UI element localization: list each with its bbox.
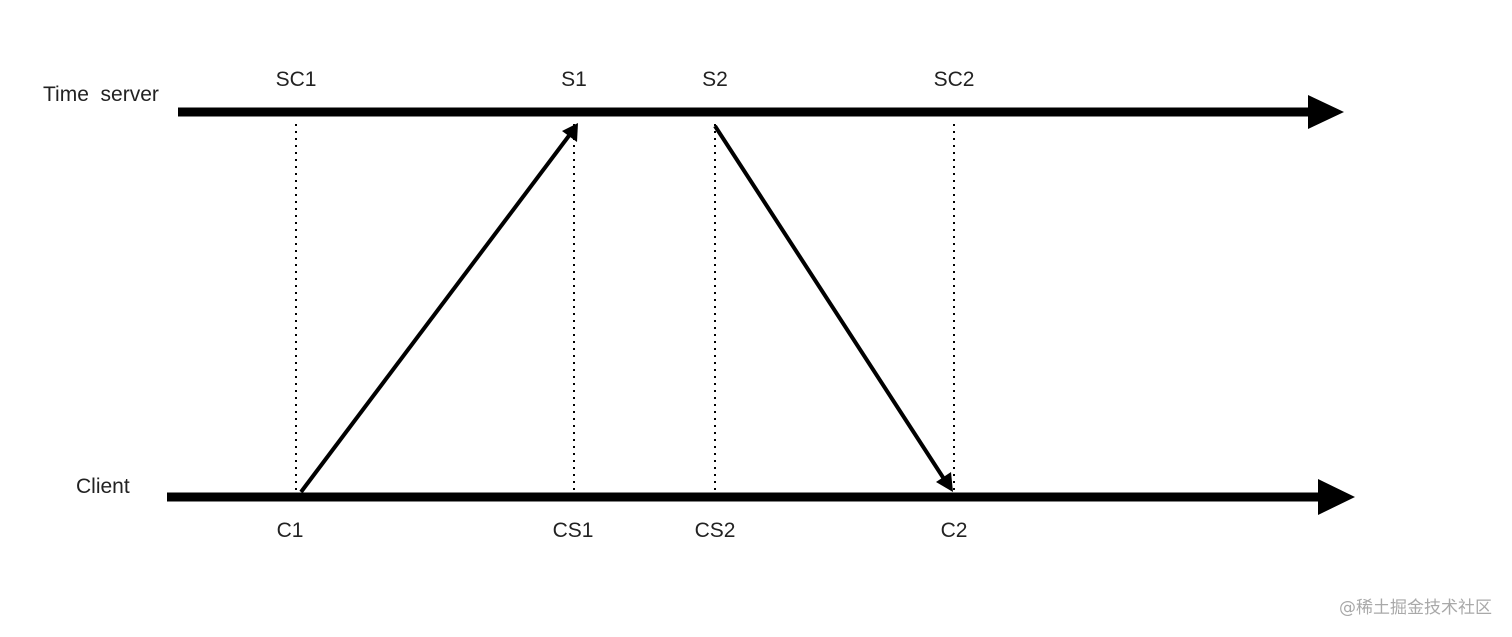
event-label-s2: S2 (702, 68, 728, 91)
response-message-arrowhead (936, 472, 953, 492)
event-label-c2: C2 (941, 519, 968, 542)
request-message-arrow (299, 131, 573, 494)
event-label-sc2: SC2 (934, 68, 975, 91)
client-timeline-arrowhead (1318, 479, 1355, 515)
event-label-cs2: CS2 (695, 519, 736, 542)
event-label-s1: S1 (561, 68, 587, 91)
event-label-sc1: SC1 (276, 68, 317, 91)
event-label-c1: C1 (277, 519, 304, 542)
client-timeline-label: Client (76, 475, 130, 498)
server-timeline-arrowhead (1308, 95, 1344, 129)
response-message-arrow (713, 124, 948, 484)
watermark-text: @稀土掘金技术社区 (1339, 598, 1492, 618)
event-label-cs1: CS1 (553, 519, 594, 542)
request-message-arrowhead (562, 123, 578, 142)
server-timeline-label: Time server (43, 83, 159, 106)
